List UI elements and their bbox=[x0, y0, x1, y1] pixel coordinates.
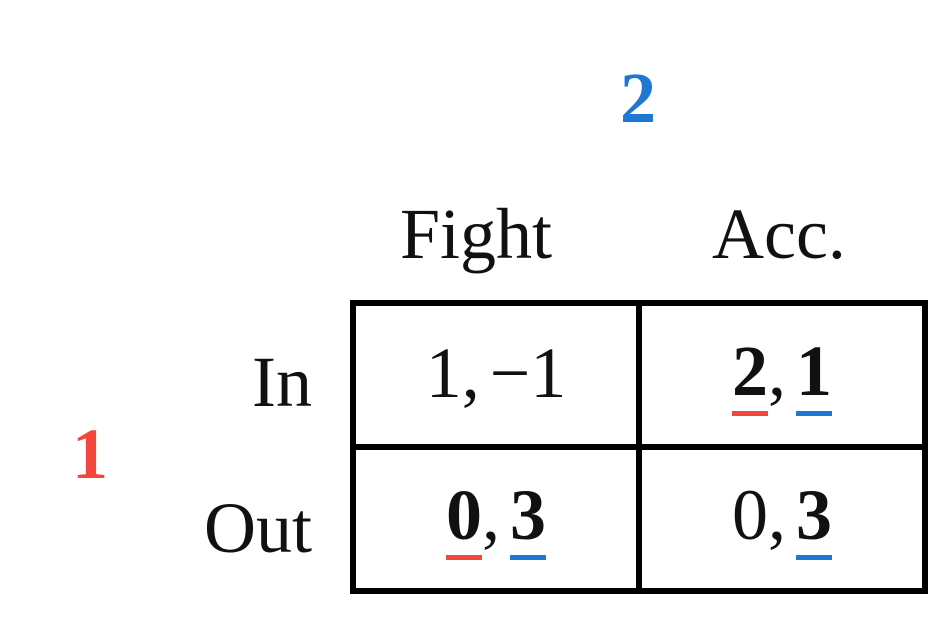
row-label-in: In bbox=[252, 342, 312, 422]
payoff-player-1: 0 bbox=[446, 479, 482, 560]
payoff-separator: , bbox=[768, 474, 786, 555]
payoff-player-2: 3 bbox=[796, 479, 832, 560]
payoff-separator: , bbox=[768, 330, 786, 411]
payoff-player-1: 2 bbox=[732, 335, 768, 416]
payoff-matrix: 1,−1 2,1 0,3 0,3 bbox=[350, 300, 928, 594]
row-label-out: Out bbox=[204, 488, 312, 568]
matrix-row-in: 1,−1 2,1 bbox=[350, 300, 928, 450]
column-label-accommodate: Acc. bbox=[712, 194, 846, 274]
payoff-separator: , bbox=[482, 474, 500, 555]
cell-out-fight: 0,3 bbox=[350, 444, 642, 594]
payoff-player-1: 1 bbox=[425, 333, 462, 413]
payoff-separator: , bbox=[461, 333, 480, 413]
payoff-player-2: 3 bbox=[510, 479, 546, 560]
cell-in-fight: 1,−1 bbox=[350, 300, 642, 450]
column-label-fight: Fight bbox=[400, 194, 553, 274]
payoff-player-1: 0 bbox=[732, 474, 768, 555]
matrix-row-out: 0,3 0,3 bbox=[350, 444, 928, 594]
payoff-player-2: −1 bbox=[489, 333, 567, 413]
payoff-player-2: 1 bbox=[796, 335, 832, 416]
player-2-label: 2 bbox=[620, 58, 656, 138]
cell-in-acc: 2,1 bbox=[636, 300, 928, 450]
player-1-label: 1 bbox=[72, 414, 108, 494]
cell-out-acc: 0,3 bbox=[636, 444, 928, 594]
